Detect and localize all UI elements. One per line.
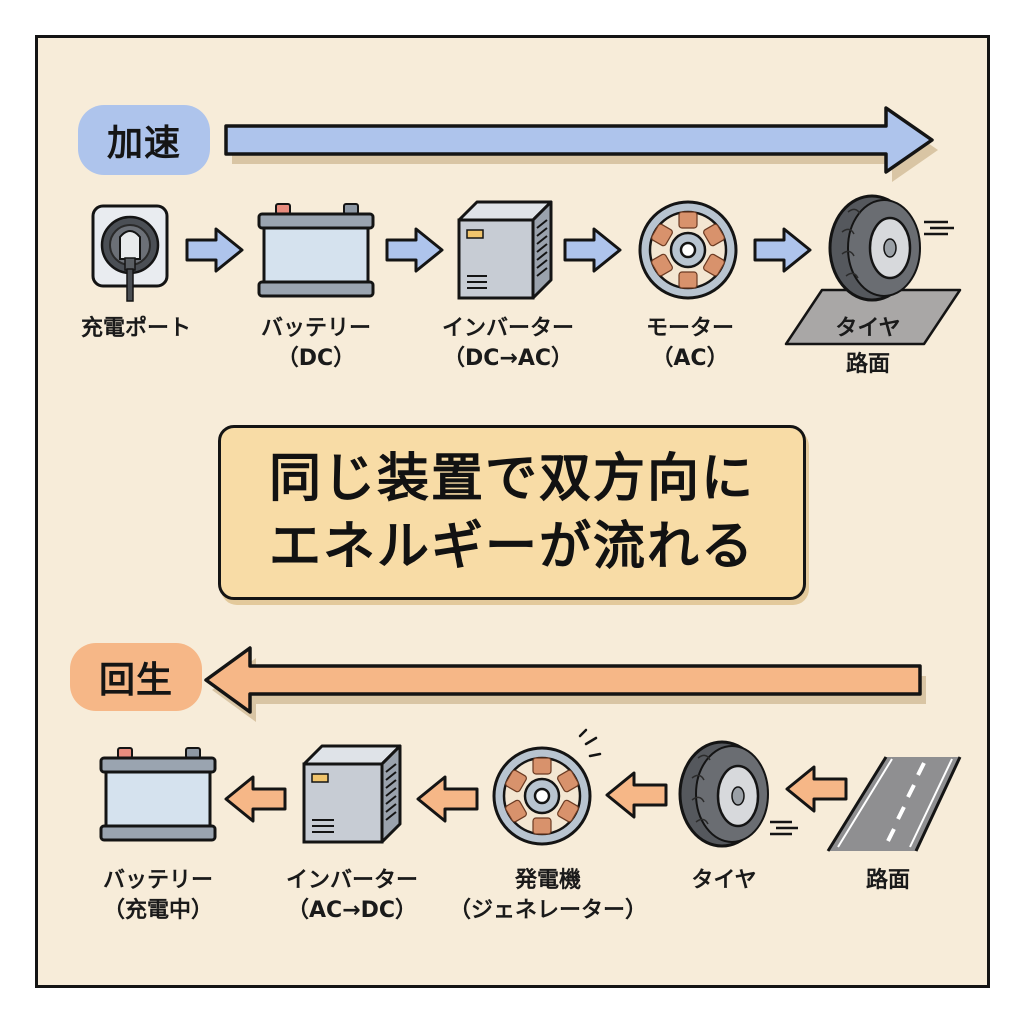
step-name: モーター (645, 316, 735, 341)
bidirectional-callout: 同じ装置で双方向に エネルギーが流れる (218, 425, 806, 600)
acceleration-flow-arrow (224, 106, 938, 182)
regen-step-arrow-2 (416, 775, 479, 823)
acceleration-badge: 加速 (78, 105, 210, 175)
regen-step-arrow-4 (785, 765, 848, 813)
regen-step-arrow-1 (224, 775, 287, 823)
step-name: タイヤ (835, 316, 901, 341)
accel-step-label-1: 充電ポート (81, 314, 191, 344)
accel-step-label-3: インバーター （DC→AC） (442, 314, 574, 374)
motor-icon (638, 200, 738, 300)
accel-step-label-5: タイヤ 路面 (835, 314, 900, 380)
regeneration-flow-arrow (204, 646, 926, 722)
step-subtitle: （AC） (651, 346, 729, 371)
tire-icon (828, 194, 954, 302)
battery-icon (257, 203, 375, 298)
inverter-icon (457, 200, 553, 300)
generator-icon (492, 728, 602, 846)
step-subtitle: （AC→DC） (286, 898, 418, 923)
callout-line-2: エネルギーが流れる (268, 516, 755, 577)
step-name: バッテリー (260, 316, 372, 341)
step-name: タイヤ (691, 868, 757, 893)
step-subtitle: （DC） (276, 346, 356, 371)
callout-line-1: 同じ装置で双方向に (268, 448, 755, 509)
regen-step-label-1: バッテリー （充電中） (103, 866, 213, 926)
step-name: 路面 (865, 868, 911, 893)
step-name: バッテリー (102, 868, 214, 893)
step-name: インバーター (441, 316, 575, 341)
accel-step-label-4: モーター （AC） (646, 314, 734, 374)
accel-step-arrow-4 (753, 227, 812, 273)
regeneration-badge: 回生 (70, 643, 202, 711)
regen-step-arrow-3 (605, 771, 668, 819)
step-subtitle: （ジェネレーター） (448, 898, 648, 923)
road-icon (826, 756, 962, 852)
tire-icon (678, 740, 798, 848)
step-name: 発電機 (514, 868, 582, 893)
road-patch-icon (784, 288, 962, 346)
step-name: 充電ポート (80, 316, 192, 341)
regen-step-label-4: タイヤ (691, 866, 756, 896)
accel-step-arrow-1 (185, 227, 244, 273)
step-name: インバーター (285, 868, 419, 893)
regen-step-label-2: インバーター （AC→DC） (286, 866, 418, 926)
charging-port-icon (91, 204, 169, 302)
battery-icon (99, 747, 217, 842)
step-subtitle: （充電中） (102, 898, 214, 923)
step-subtitle: （DC→AC） (442, 346, 574, 371)
regen-step-label-5: 路面 (866, 866, 910, 896)
step-subtitle: 路面 (845, 352, 890, 377)
accel-step-label-2: バッテリー （DC） (261, 314, 371, 374)
accel-step-arrow-3 (563, 227, 622, 273)
accel-step-arrow-2 (385, 227, 444, 273)
inverter-icon (302, 744, 402, 844)
regen-step-label-3: 発電機 （ジェネレーター） (449, 866, 647, 926)
